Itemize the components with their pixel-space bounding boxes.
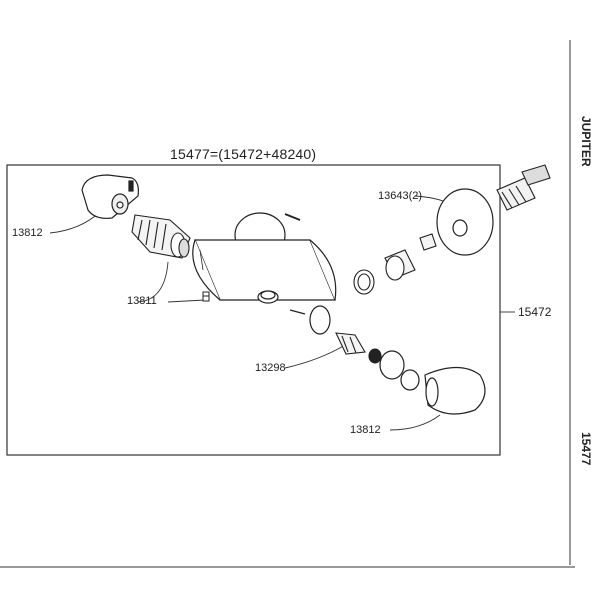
assembly-frame [6, 164, 501, 456]
assembly-formula: 15477=(15472+48240) [170, 146, 317, 162]
cover-rosette-part [436, 188, 494, 256]
eccentric-connector-part [496, 164, 551, 211]
part-label-13812-bottom: 13812 [350, 424, 381, 436]
leader-13812-bottom [389, 414, 441, 431]
leader-13298 [284, 344, 346, 369]
part-label-13298: 13298 [255, 362, 286, 374]
body-label-15472: 15472 [518, 305, 552, 319]
flow-cartridge-part [335, 332, 382, 364]
series-name: JUPITER [579, 116, 593, 167]
article-number: 15477 [579, 432, 593, 466]
leader-13811 [137, 261, 206, 303]
union-group-part [353, 233, 437, 295]
handle-right-part [379, 350, 486, 415]
mixer-body-part [192, 212, 337, 335]
part-label-13643: 13643(2) [378, 190, 423, 202]
screw-part [202, 291, 210, 302]
cartridge-part [131, 214, 191, 259]
part-label-13811: 13811 [127, 295, 157, 307]
part-label-13812-top: 13812 [12, 227, 43, 239]
handle-left-part [81, 174, 139, 219]
